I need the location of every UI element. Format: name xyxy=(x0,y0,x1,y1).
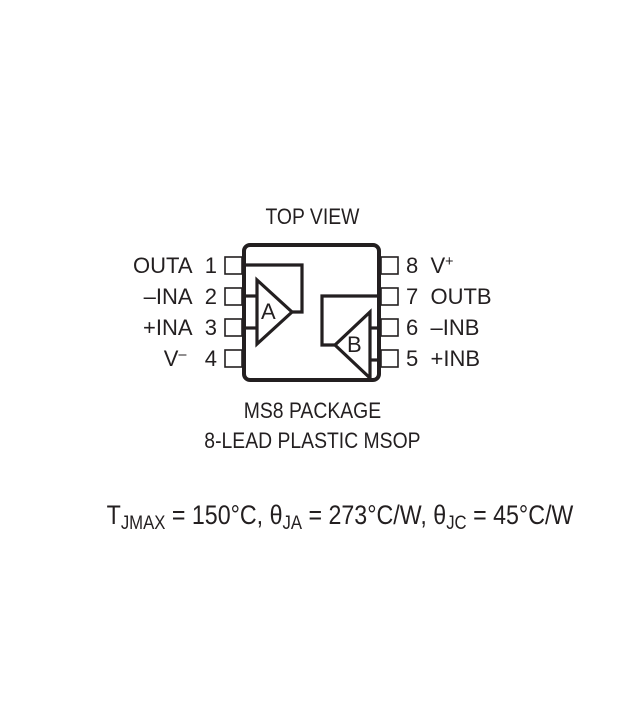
pin-1-label: OUTA 1 xyxy=(133,253,217,278)
amplifier-a-symbol xyxy=(244,263,304,348)
amplifier-b-symbol xyxy=(320,294,379,382)
lead-6 xyxy=(380,318,399,337)
pin-6-label: 6 –INB xyxy=(406,315,480,340)
pin-5-label: 5 +INB xyxy=(406,346,481,371)
lead-3 xyxy=(224,318,243,337)
package-name: MS8 PACKAGE xyxy=(243,398,382,423)
package-body xyxy=(242,243,381,382)
thermal-specs: TJMAX = 150°C, θJA = 273°C/W, θJC = 45°C… xyxy=(106,500,574,534)
pin-4-label: V– 4 xyxy=(163,346,217,371)
lead-5 xyxy=(380,349,399,368)
amplifier-a-label: A xyxy=(261,299,276,324)
lead-1 xyxy=(224,256,243,275)
amplifier-b-label: B xyxy=(347,332,362,357)
lead-7 xyxy=(380,287,399,306)
lead-8 xyxy=(380,256,399,275)
pin-8-label: 8 V+ xyxy=(406,253,454,278)
pin-7-label: 7 OUTB xyxy=(406,284,492,309)
lead-2 xyxy=(224,287,243,306)
pin-2-label: –INA 2 xyxy=(143,284,217,309)
package-description: 8-LEAD PLASTIC MSOP xyxy=(204,428,421,453)
lead-4 xyxy=(224,349,243,368)
pin-3-label: +INA 3 xyxy=(142,315,217,340)
view-title: TOP VIEW xyxy=(265,204,360,229)
